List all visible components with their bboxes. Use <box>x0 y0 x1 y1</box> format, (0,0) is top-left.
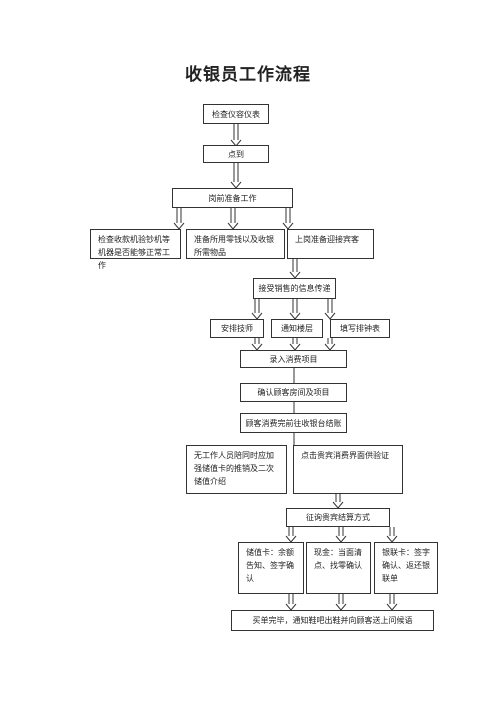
branch-left <box>173 207 185 230</box>
step-enter-items: 录入消费项目 <box>240 350 347 368</box>
step-label: 顾客消费完前往收银台结账 <box>245 418 342 428</box>
merge-stored <box>285 594 297 611</box>
step-label: 银联卡：签字确认、返还银联单 <box>382 548 430 583</box>
step-receive-sales-info: 接受销售的信息传递 <box>253 278 336 299</box>
step-label: 买单完毕，通知鞋吧出鞋并向顾客送上问候语 <box>252 616 413 625</box>
step-label: 填写排钟表 <box>340 324 380 333</box>
branch-right <box>282 207 294 230</box>
step-fill-clock-sheet: 填写排钟表 <box>330 319 390 338</box>
step-label: 检查仪容仪表 <box>212 109 260 119</box>
arrow-verify <box>332 494 344 509</box>
branch-notify <box>289 299 301 320</box>
step-ask-payment: 征询贵宾结算方式 <box>286 508 390 527</box>
step-bank-card: 银联卡：签字确认、返还银联单 <box>374 542 438 594</box>
step-label: 现金：当面清点、找零确认 <box>314 548 362 570</box>
step-pre-shift-prep: 岗前准备工作 <box>172 188 293 208</box>
branch-tech <box>251 299 263 320</box>
branch-fill <box>324 299 336 320</box>
step-prepare-change: 准备所用零钱以及收银所需物品 <box>186 229 285 259</box>
step-check-in: 点到 <box>203 145 269 163</box>
step-label: 准备所用零钱以及收银所需物品 <box>194 235 274 257</box>
step-notify-floor: 通知楼层 <box>271 319 323 338</box>
step-check-instruments: 检查仪容仪表 <box>203 104 269 124</box>
step-arrange-technician: 安排技师 <box>210 319 264 338</box>
merge-cash <box>335 594 347 611</box>
step-label: 上岗准备迎接宾客 <box>295 235 359 244</box>
step-label: 储值卡：余额告知、签字确认 <box>246 548 294 583</box>
merge-tech <box>251 338 263 351</box>
step-label: 征询贵宾结算方式 <box>306 513 370 522</box>
step-label: 通知楼层 <box>281 324 313 333</box>
step-label: 无工作人员陪同时应加强储值卡的推销及二次储值介绍 <box>194 451 274 486</box>
step-greet-guests: 上岗准备迎接宾客 <box>287 229 374 259</box>
branch-stored <box>285 527 297 543</box>
branch-bank <box>386 527 398 543</box>
step-click-verify: 点击贵宾消费界面供验证 <box>293 445 403 494</box>
branch-mid <box>227 207 239 230</box>
branch-cash <box>335 527 347 543</box>
step-finish: 买单完毕，通知鞋吧出鞋并向顾客送上问候语 <box>231 610 434 631</box>
step-label: 录入消费项目 <box>269 354 318 364</box>
step-cash: 现金：当面清点、找零确认 <box>306 542 371 594</box>
merge-bank <box>386 594 398 611</box>
step-label: 点击贵宾消费界面供验证 <box>301 451 389 460</box>
step-stored-card: 储值卡：余额告知、签字确认 <box>238 542 304 594</box>
step-promote-card: 无工作人员陪同时应加强储值卡的推销及二次储值介绍 <box>186 445 287 494</box>
step-go-checkout: 顾客消费完前往收银台结账 <box>240 413 347 433</box>
step-label: 点到 <box>228 149 244 159</box>
step-label: 接受销售的信息传递 <box>258 284 331 293</box>
arrow-2 <box>230 162 242 189</box>
step-label: 确认顾客房间及项目 <box>257 388 330 397</box>
step-label: 检查收款机验钞机等机器是否能够正常工作 <box>98 235 170 270</box>
page-title: 收银员工作流程 <box>185 65 311 85</box>
step-check-machines: 检查收款机验钞机等机器是否能够正常工作 <box>90 229 181 270</box>
step-label: 岗前准备工作 <box>208 193 257 203</box>
arrow-1 <box>230 124 242 147</box>
merge-notify <box>289 338 301 351</box>
merge-fill <box>324 338 336 351</box>
arrow-greet <box>289 259 301 279</box>
step-confirm-room: 确认顾客房间及项目 <box>240 383 347 402</box>
step-label: 安排技师 <box>221 324 253 333</box>
